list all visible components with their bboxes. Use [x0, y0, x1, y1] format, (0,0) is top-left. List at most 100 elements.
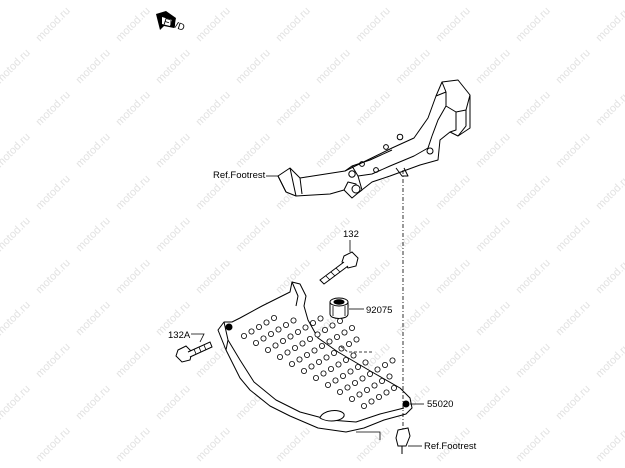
watermark-text: motod.ru — [194, 425, 233, 464]
watermark-text: motod.ru — [0, 383, 33, 422]
watermark-text: motod.ru — [594, 5, 625, 44]
vent-hole — [267, 330, 274, 337]
vent-hole — [252, 339, 259, 346]
watermark-text: motod.ru — [74, 47, 113, 86]
watermark-text: motod.ru — [354, 425, 393, 464]
watermark-text: motod.ru — [34, 173, 73, 212]
vent-hole — [344, 384, 351, 391]
watermark-text: motod.ru — [354, 257, 393, 296]
vent-hole — [389, 357, 396, 364]
vent-hole — [291, 344, 298, 351]
watermark-text: motod.ru — [34, 5, 73, 44]
label-55020: 55020 — [427, 399, 453, 410]
vent-hole — [347, 368, 354, 375]
watermark-text: motod.ru — [554, 131, 593, 170]
vent-hole — [371, 382, 378, 389]
bolt-132a — [175, 341, 213, 363]
watermark-text: motod.ru — [594, 173, 625, 212]
watermark-text: motod.ru — [554, 299, 593, 338]
watermark-text: motod.ru — [394, 47, 433, 86]
watermark-text: motod.ru — [114, 341, 153, 380]
watermark-text: motod.ru — [594, 425, 625, 464]
watermark-text: motod.ru — [0, 299, 33, 338]
vent-hole — [351, 379, 358, 386]
vent-hole — [264, 346, 271, 353]
watermark-text: motod.ru — [314, 0, 353, 2]
watermark-text: motod.ru — [114, 173, 153, 212]
bushing-92075 — [329, 297, 349, 319]
watermark-text: motod.ru — [74, 215, 113, 254]
watermark-text: motod.ru — [34, 89, 73, 128]
vent-hole — [312, 374, 319, 381]
label-132a: 132A — [168, 330, 191, 341]
watermark-text: motod.ru — [554, 215, 593, 254]
guard-55020 — [217, 281, 413, 433]
watermark-text: motod.ru — [114, 89, 153, 128]
callout-labels: Ref.Footrest 132 92075 132A 55020 Ref.Fo… — [168, 170, 477, 452]
vent-hole — [335, 361, 342, 368]
vent-hole — [303, 351, 310, 358]
vent-hole — [324, 381, 331, 388]
watermark-text: motod.ru — [34, 341, 73, 380]
watermark-text: motod.ru — [274, 89, 313, 128]
vent-hole — [294, 328, 301, 335]
vent-hole — [308, 363, 315, 370]
watermark-text: motod.ru — [194, 89, 233, 128]
vent-hole — [314, 331, 321, 338]
watermark-text: motod.ru — [314, 47, 353, 86]
vent-hole — [338, 345, 345, 352]
watermark-text: motod.ru — [514, 341, 553, 380]
watermark-text: motod.ru — [514, 89, 553, 128]
watermark-text: motod.ru — [514, 5, 553, 44]
watermark-text: motod.ru — [554, 47, 593, 86]
label-92075: 92075 — [366, 305, 392, 316]
watermark-text: motod.ru — [474, 131, 513, 170]
watermark-text: motod.ru — [394, 299, 433, 338]
watermark-text: motod.ru — [74, 383, 113, 422]
watermark-text: motod.ru — [274, 425, 313, 464]
vent-hole — [300, 367, 307, 374]
vent-hole — [350, 352, 357, 359]
vent-hole — [296, 356, 303, 363]
watermark-text: motod.ru — [154, 383, 193, 422]
vent-hole — [353, 336, 360, 343]
watermark-text: motod.ru — [554, 383, 593, 422]
watermark-text: motod.ru — [594, 89, 625, 128]
vent-hole — [336, 388, 343, 395]
watermark-text: motod.ru — [474, 299, 513, 338]
vent-hole — [354, 363, 361, 370]
vent-hole — [366, 370, 373, 377]
watermark-text: motod.ru — [434, 341, 473, 380]
watermark-text: motod.ru — [114, 5, 153, 44]
vent-hole — [248, 328, 255, 335]
vent-hole — [381, 361, 388, 368]
watermark-text: motod.ru — [154, 47, 193, 86]
vent-hole — [342, 356, 349, 363]
vent-hole — [263, 319, 270, 326]
watermark-text: motod.ru — [434, 5, 473, 44]
watermark-text: motod.ru — [474, 383, 513, 422]
vent-hole — [275, 326, 282, 333]
watermark-text: motod.ru — [154, 0, 193, 2]
label-ref-footrest-top: Ref.Footrest — [213, 170, 266, 181]
vent-hole — [255, 323, 262, 330]
watermark-text: motod.ru — [114, 425, 153, 464]
lower-fastener — [395, 427, 411, 454]
watermark-text: motod.ru — [234, 131, 273, 170]
vent-hole — [359, 375, 366, 382]
vent-hole — [323, 354, 330, 361]
vent-hole — [329, 322, 336, 329]
vent-hole — [240, 332, 247, 339]
vent-hole — [332, 377, 339, 384]
vent-hole — [378, 377, 385, 384]
vent-hole — [282, 321, 289, 328]
vent-hole — [315, 358, 322, 365]
vent-hole — [330, 349, 337, 356]
watermark-text: motod.ru — [0, 131, 33, 170]
vent-hole — [356, 391, 363, 398]
watermark-text: motod.ru — [474, 0, 513, 2]
watermark-text: motod.ru — [354, 5, 393, 44]
vent-hole — [341, 329, 348, 336]
watermark-text: motod.ru — [354, 89, 393, 128]
watermark-text: motod.ru — [34, 425, 73, 464]
